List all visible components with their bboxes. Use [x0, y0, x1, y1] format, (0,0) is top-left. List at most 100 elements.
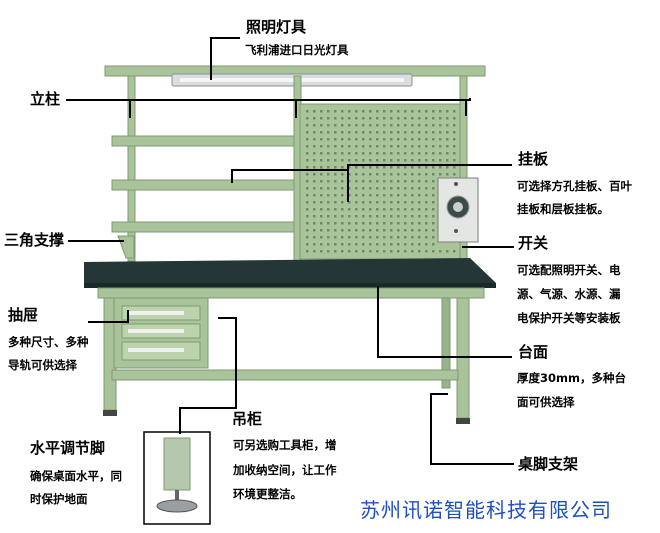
pegboard-hole	[355, 236, 358, 239]
pegboard-hole	[355, 131, 358, 134]
pegboard-hole	[383, 117, 386, 120]
pegboard-hole	[362, 208, 365, 211]
pegboard-hole	[320, 201, 323, 204]
pegboard-hole	[376, 110, 379, 113]
pegboard-hole	[432, 152, 435, 155]
pegboard-hole	[320, 166, 323, 169]
pegboard-hole	[425, 187, 428, 190]
pegboard-hole	[390, 208, 393, 211]
pegboard-hole	[411, 250, 414, 253]
pegboard-hole	[383, 222, 386, 225]
cabinet-desc-3: 环境更整洁。	[233, 487, 302, 501]
drawer-desc-1: 多种尺寸、多种	[8, 335, 89, 349]
pegboard-hole	[362, 110, 365, 113]
pegboard-hole	[390, 250, 393, 253]
pegboard-hole	[313, 138, 316, 141]
pegboard-hole	[334, 194, 337, 197]
pegboard-hole	[355, 145, 358, 148]
pegboard-hole	[362, 229, 365, 232]
pegboard-hole	[376, 173, 379, 176]
tabletop-title: 台面	[518, 343, 549, 361]
pegboard-hole	[320, 173, 323, 176]
pegboard-hole	[425, 110, 428, 113]
pegboard-hole	[376, 194, 379, 197]
pegboard-hole	[390, 173, 393, 176]
pegboard-hole	[334, 131, 337, 134]
pegboard-hole	[418, 187, 421, 190]
pegboard-hole	[320, 131, 323, 134]
shelf	[111, 179, 295, 191]
pegboard-hole	[306, 173, 309, 176]
pegboard-hole	[425, 117, 428, 120]
pegboard-hole	[453, 166, 456, 169]
pegboard-hole	[348, 173, 351, 176]
pegboard-hole	[397, 110, 400, 113]
pegboard-hole	[404, 166, 407, 169]
table-top	[84, 258, 496, 285]
pegboard-hole	[383, 138, 386, 141]
pegboard-hole	[362, 194, 365, 197]
pegboard-hole	[369, 159, 372, 162]
pegboard-hole	[432, 166, 435, 169]
pegboard-hole	[369, 201, 372, 204]
pegboard-hole	[432, 138, 435, 141]
pegboard-hole	[334, 236, 337, 239]
pegboard-hole	[432, 131, 435, 134]
pegboard-hole	[313, 222, 316, 225]
pegboard-hole	[376, 145, 379, 148]
pegboard-hole	[432, 173, 435, 176]
pegboard-hole	[390, 159, 393, 162]
pegboard-hole	[397, 222, 400, 225]
pegboard-hole	[306, 243, 309, 246]
pegboard-hole	[369, 152, 372, 155]
pegboard-hole	[320, 236, 323, 239]
pegboard-hole	[362, 159, 365, 162]
pegboard-hole	[355, 117, 358, 120]
pegboard-hole	[362, 152, 365, 155]
pegboard-hole	[404, 138, 407, 141]
pegboard-hole	[341, 173, 344, 176]
pegboard-hole	[362, 215, 365, 218]
pegboard-hole	[418, 201, 421, 204]
pegboard-hole	[341, 236, 344, 239]
pegboard-hole	[376, 131, 379, 134]
pegboard-hole	[313, 250, 316, 253]
pegboard-hole	[369, 236, 372, 239]
pegboard-hole	[341, 201, 344, 204]
pegboard-hole	[341, 229, 344, 232]
pegboard-hole	[453, 173, 456, 176]
tabletop-desc-1: 厚度30mm，多种台	[517, 371, 626, 385]
pegboard-hole	[397, 152, 400, 155]
lighting-title: 照明灯具	[246, 18, 307, 36]
pegboard-hole	[362, 250, 365, 253]
pegboard-hole	[397, 145, 400, 148]
pegboard-hole	[369, 180, 372, 183]
pegboard-hole	[327, 131, 330, 134]
pegboard-hole	[383, 159, 386, 162]
pegboard-hole	[313, 208, 316, 211]
pegboard-hole	[453, 124, 456, 127]
pegboard-hole	[348, 131, 351, 134]
cabinet-title: 吊柜	[232, 410, 263, 428]
pegboard-hole	[376, 138, 379, 141]
pegboard-hole	[439, 110, 442, 113]
pegboard-hole	[362, 236, 365, 239]
pegboard-hole	[411, 229, 414, 232]
bracket-title: 三角支撑	[4, 231, 65, 249]
pegboard-hole	[446, 124, 449, 127]
pegboard-hole	[432, 208, 435, 211]
pegboard-hole	[362, 124, 365, 127]
pegboard-hole	[383, 208, 386, 211]
pegboard-hole	[439, 145, 442, 148]
pegboard-hole	[432, 180, 435, 183]
pegboard-hole	[362, 145, 365, 148]
pegboard-hole	[320, 159, 323, 162]
pegboard-hole	[432, 243, 435, 246]
pegboard-hole	[411, 243, 414, 246]
pegboard-hole	[411, 131, 414, 134]
pegboard-title: 挂板	[518, 150, 549, 168]
pegboard-hole	[355, 110, 358, 113]
pegboard-hole	[446, 166, 449, 169]
lighting-desc: 飞利浦进口日光灯具	[245, 43, 349, 57]
pegboard-hole	[425, 208, 428, 211]
